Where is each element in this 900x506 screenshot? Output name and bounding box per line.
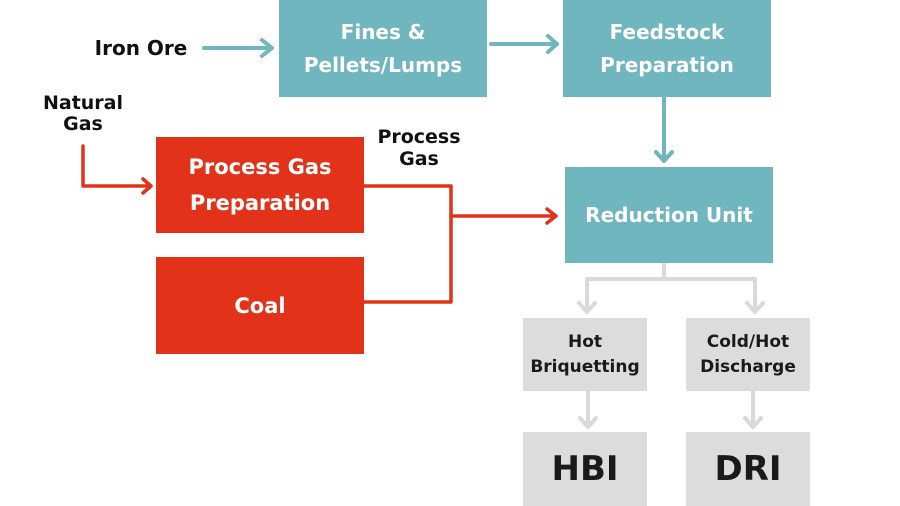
process-gas-prep-line1: Process Gas [188,155,332,179]
natural-gas-line2: Gas [63,113,103,135]
dri-label: DRI [714,448,782,489]
process-gas-prep-line2: Preparation [189,191,331,215]
coal-node: Coal [156,257,364,354]
iron-ore-label: Iron Ore [94,36,188,60]
hot-briquetting-line2: Briquetting [530,356,640,377]
process-gas-label: Process Gas [364,126,474,170]
dri-node: DRI [686,432,810,506]
arrow-discharge-to-dri [743,390,763,429]
discharge-line1: Cold/Hot [706,331,790,352]
feedstock-line1: Feedstock [609,19,725,44]
connector-prep-to-merge [362,184,453,304]
fines-line2: Pellets/Lumps [303,52,463,77]
connector-reduction-split [585,262,757,313]
hot-briquetting-line1: Hot [567,331,603,352]
fines-line1: Fines & [340,19,426,44]
reduction-unit-node: Reduction Unit [565,167,773,263]
arrow-fines-to-feedstock [489,34,559,54]
feedstock-preparation-node: Feedstock Preparation [563,0,771,97]
reduction-unit-label: Reduction Unit [585,202,753,227]
arrow-head-briquetting [577,301,597,314]
arrow-ironore-to-fines [202,38,274,58]
arrow-head-discharge [745,301,765,314]
process-gas-preparation-node: Process Gas Preparation [156,137,364,233]
feedstock-line2: Preparation [600,52,734,77]
arrow-feedstock-to-reduction [654,96,674,163]
hbi-label: HBI [551,448,619,489]
natural-gas-label: Natural Gas [28,93,138,135]
arrow-naturalgas-to-prep [81,144,153,195]
fines-pellets-lumps-node: Fines & Pellets/Lumps [279,0,487,97]
discharge-line2: Discharge [700,356,796,377]
hbi-node: HBI [523,432,647,506]
arrow-merge-to-reduction [449,207,558,225]
natural-gas-line1: Natural [42,92,124,114]
cold-hot-discharge-node: Cold/Hot Discharge [686,318,810,391]
coal-label: Coal [234,293,286,318]
process-gas-line2: Gas [399,148,439,170]
process-gas-line1: Process [377,126,461,148]
arrow-briquetting-to-hbi [578,390,598,429]
hot-briquetting-node: Hot Briquetting [523,318,647,391]
